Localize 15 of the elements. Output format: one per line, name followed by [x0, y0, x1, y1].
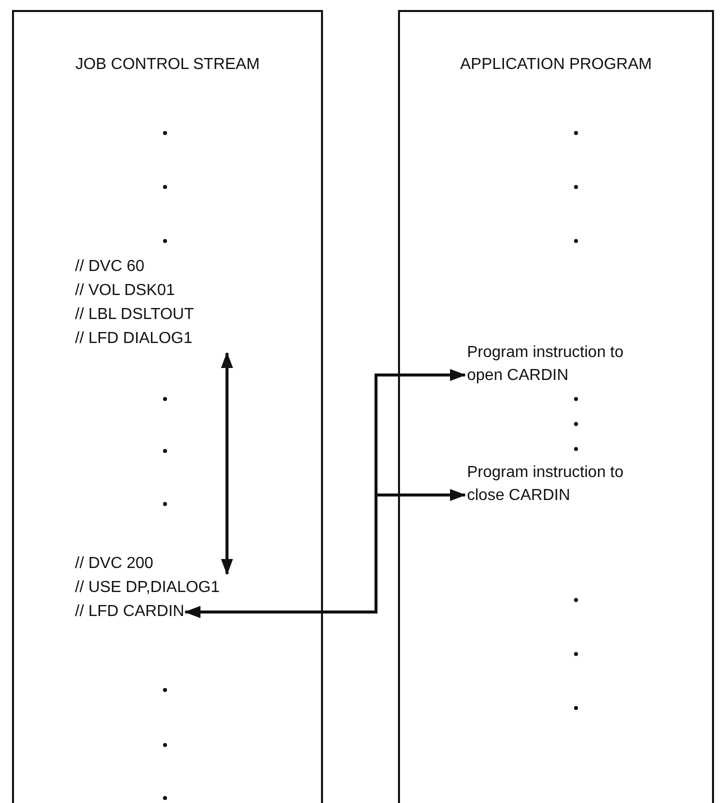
- arrow: [221, 352, 233, 575]
- arrow: [184, 489, 466, 618]
- control-statement: // USE DP,DIALOG1: [75, 576, 220, 600]
- control-statement: // LFD CARDIN: [75, 600, 184, 624]
- control-statement: // LFD DIALOG1: [75, 327, 192, 351]
- instruction-text: Program instruction to open CARDIN: [467, 341, 627, 387]
- control-statement: // LBL DSLTOUT: [75, 303, 194, 327]
- control-statement: // DVC 60: [75, 255, 144, 279]
- column-heading: JOB CONTROL STREAM: [74, 56, 261, 74]
- control-statement: // DVC 200: [75, 552, 154, 576]
- instruction-text: Program instruction to close CARDIN: [467, 461, 627, 507]
- control-statement: // VOL DSK01: [75, 279, 175, 303]
- column-heading: APPLICATION PROGRAM: [459, 56, 653, 74]
- column-panel: [12, 10, 323, 803]
- column-panel: [398, 10, 714, 803]
